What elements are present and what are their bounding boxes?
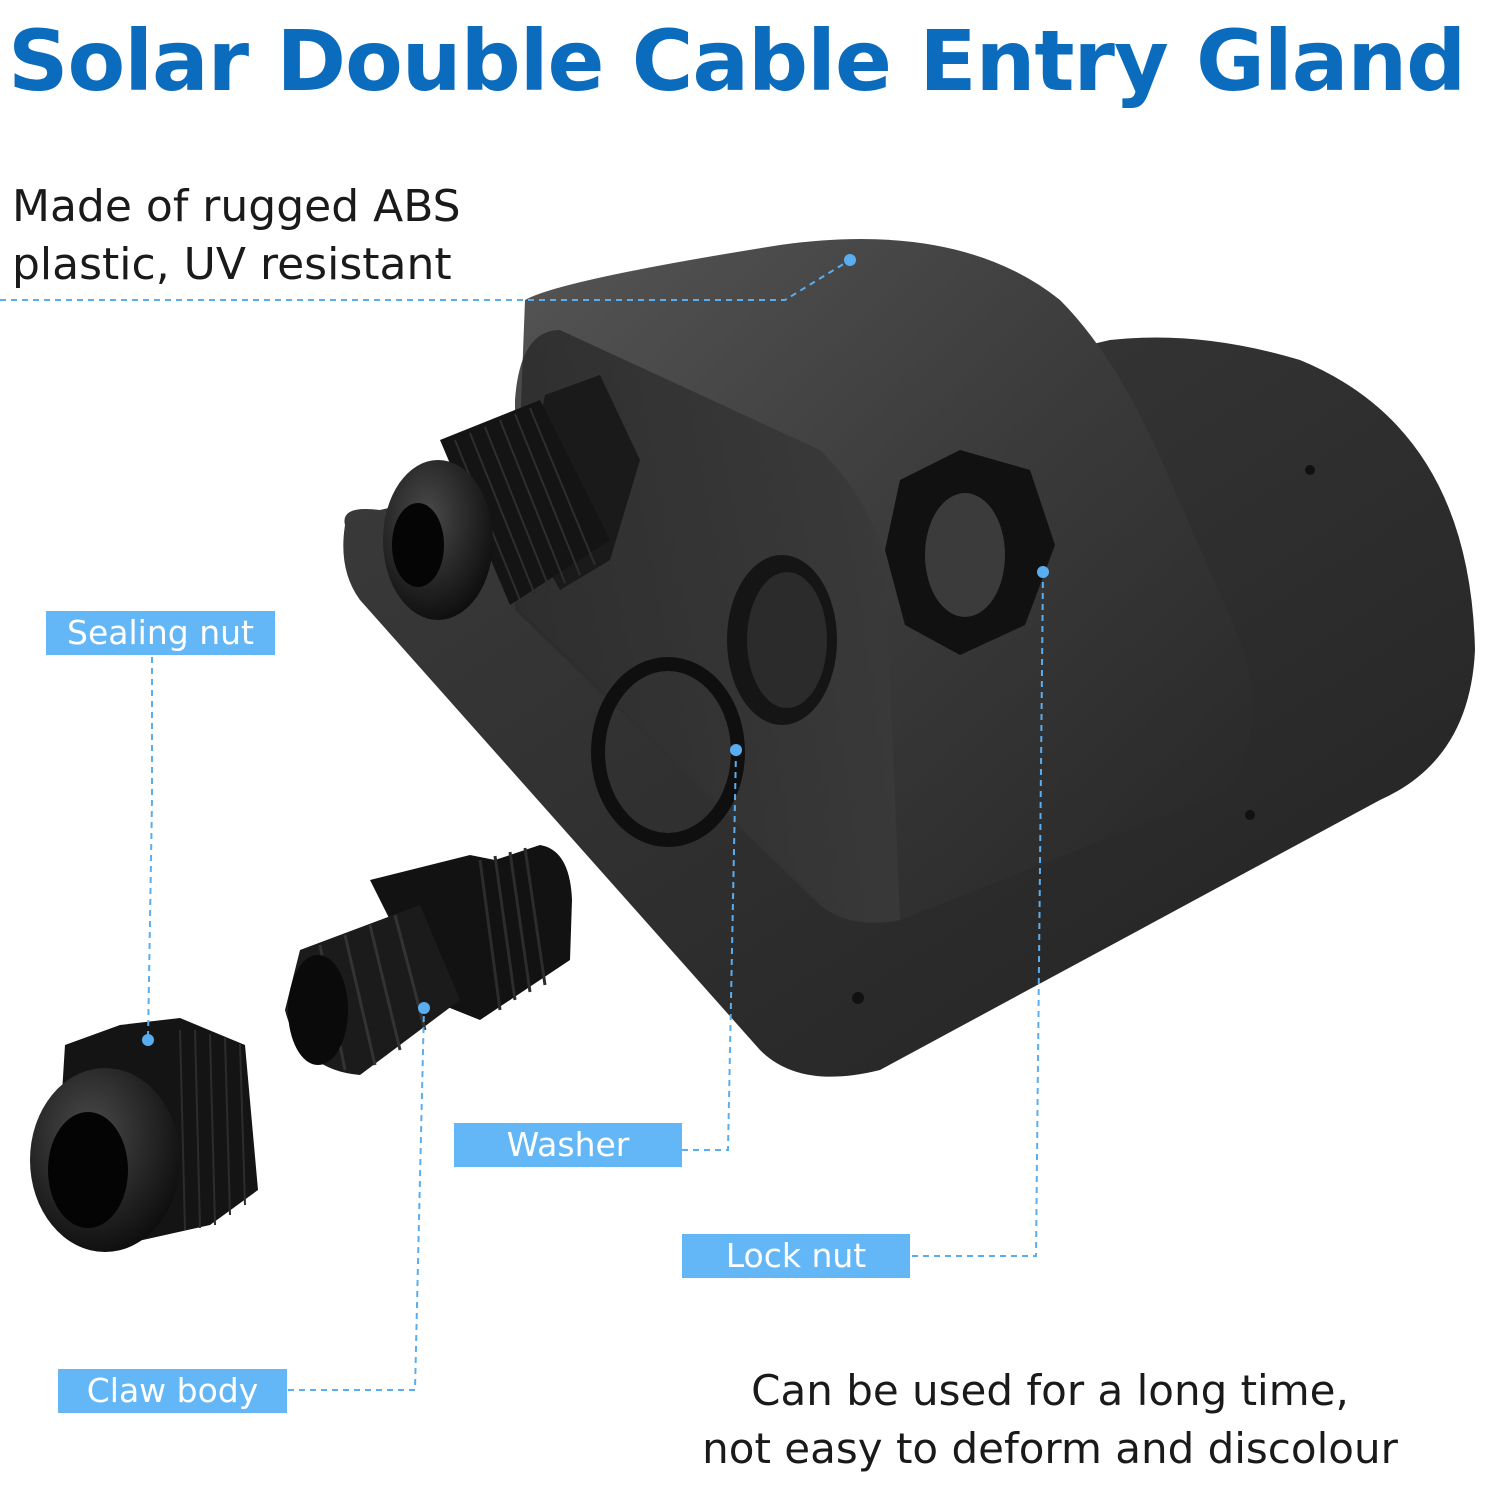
page-title: Solar Double Cable Entry Gland — [8, 12, 1466, 110]
sealing-nut-part — [30, 1018, 258, 1252]
durability-note: Can be used for a long time, not easy to… — [690, 1362, 1410, 1478]
feature-line-2: plastic, UV resistant — [12, 239, 452, 290]
label-lock-nut: Lock nut — [682, 1234, 910, 1278]
material-feature-text: Made of rugged ABS plastic, UV resistant — [12, 178, 461, 294]
leader-dots — [142, 254, 1049, 1046]
leader-lines — [0, 259, 1044, 1391]
feature-line-1: Made of rugged ABS — [12, 181, 461, 232]
label-sealing-nut: Sealing nut — [46, 611, 275, 655]
claw-body-part — [285, 845, 572, 1075]
mounted-gland — [383, 375, 640, 620]
label-washer: Washer — [454, 1123, 682, 1167]
note-line-1: Can be used for a long time, — [751, 1366, 1349, 1415]
label-claw-body: Claw body — [58, 1369, 287, 1413]
note-line-2: not easy to deform and discolour — [702, 1424, 1398, 1473]
